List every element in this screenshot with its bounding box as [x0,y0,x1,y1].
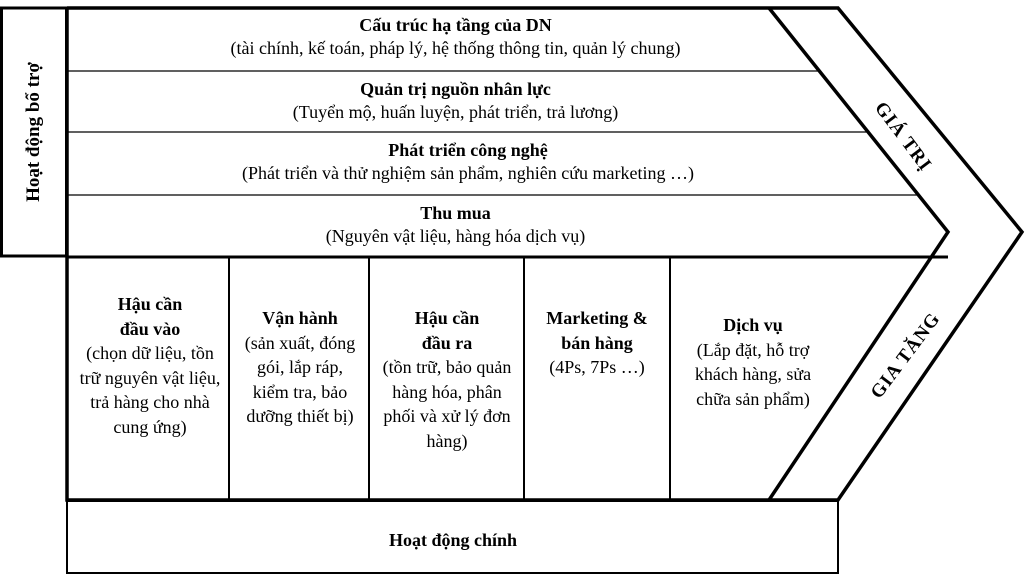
support-row-technology: Phát triển công nghệ (Phát triển và thử … [68,139,868,185]
row-title: Phát triển công nghệ [388,140,548,160]
primary-marketing-sales: Marketing & bán hàng (4Ps, 7Ps …) [528,306,666,380]
primary-service: Dịch vụ (Lắp đặt, hỗ trợ khách hàng, sửa… [678,313,828,411]
col-title: Hậu cần đầu ra [414,308,480,353]
col-desc: (chọn dữ liệu, tồn trữ nguyên vật liệu, … [79,343,221,437]
support-row-procurement: Thu mua (Nguyên vật liệu, hàng hóa dịch … [68,202,843,248]
col-title: Marketing & bán hàng [546,308,648,353]
col-title: Hậu cần đầu vào [117,294,183,339]
support-row-hr: Quản trị nguồn nhân lực (Tuyển mộ, huấn … [68,78,843,124]
row-desc: (Tuyển mộ, huấn luyện, phát triển, trả l… [292,102,619,122]
col-desc: (tồn trữ, bảo quản hàng hóa, phân phối v… [382,357,512,451]
row-title: Quản trị nguồn nhân lực [360,79,551,99]
row-title: Thu mua [420,203,491,223]
primary-outbound-logistics: Hậu cần đầu ra (tồn trữ, bảo quản hàng h… [376,306,518,453]
col-desc: (Lắp đặt, hỗ trợ khách hàng, sửa chữa sả… [694,339,812,409]
primary-label-box [66,500,839,574]
col-desc: (4Ps, 7Ps …) [549,357,645,377]
row-desc: (Phát triển và thử nghiệm sản phẩm, nghi… [242,163,694,183]
primary-activities-label: Hoạt động chính [388,530,518,550]
col-title: Vận hành [262,308,338,328]
support-activities-label: Hoạt động bổ trợ [23,62,44,202]
col-desc: (sản xuất, đóng gói, lắp ráp, kiểm tra, … [244,332,356,427]
primary-operations: Vận hành (sản xuất, đóng gói, lắp ráp, k… [240,306,360,429]
outer-chevron [65,6,1025,502]
primary-inbound-logistics: Hậu cần đầu vào (chọn dữ liệu, tồn trữ n… [76,292,224,439]
inner-chevron [767,6,951,501]
col-title: Dịch vụ [723,315,783,335]
row-title: Cấu trúc hạ tầng của DN [359,15,552,35]
row-desc: (Nguyên vật liệu, hàng hóa dịch vụ) [325,226,586,246]
row-desc: (tài chính, kế toán, pháp lý, hệ thống t… [230,38,681,58]
support-row-infrastructure: Cấu trúc hạ tầng của DN (tài chính, kế t… [68,14,843,60]
